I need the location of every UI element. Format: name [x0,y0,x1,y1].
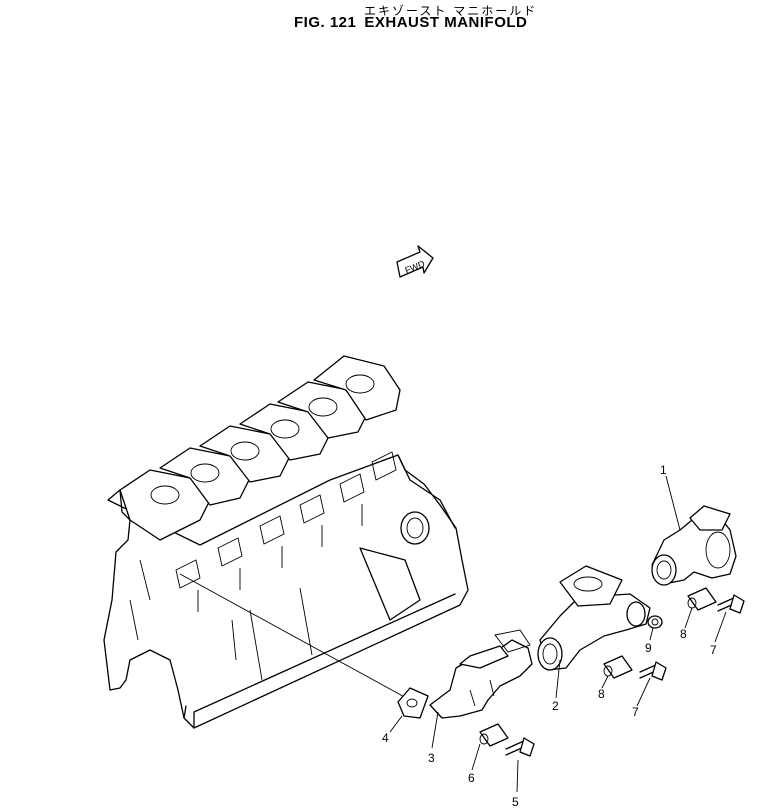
callout-8-rear: 8 [680,627,687,641]
gasket-part-4 [397,687,429,719]
callout-3: 3 [428,751,435,765]
spacer-part-8-center [603,655,633,679]
cylinder-block [103,355,469,729]
figure-title: FIG. 121 EXHAUST MANIFOLD [294,14,535,31]
callout-5: 5 [512,795,519,809]
callout-8-center: 8 [598,687,605,701]
callout-7-rear: 7 [710,643,717,657]
exhaust-ports [175,451,397,612]
japanese-title: エキゾースト マニホールド [364,4,538,18]
spacer-part-8-rear [687,587,717,611]
bolt-part-7-rear [717,594,745,614]
callout-2: 2 [552,699,559,713]
callout-labels: 1 2 3 4 5 6 7 7 8 8 9 [382,463,717,809]
center-manifold-part-2 [537,565,651,671]
callout-1: 1 [660,463,667,477]
front-manifold-part-3 [429,629,533,719]
figure-number: FIG. 121 [294,14,357,31]
fwd-arrow-icon: FWD [396,245,434,278]
nut-part-9 [647,615,663,629]
cylinder-heads [119,355,401,541]
callout-leaders [389,475,727,793]
figure-name: EXHAUST MANIFOLD [364,14,528,31]
callout-9: 9 [645,641,652,655]
callout-7-center: 7 [632,705,639,719]
bolt-part-7-center [639,661,667,681]
rear-manifold-part-1 [651,505,737,586]
spacer-part-6 [479,723,509,747]
callout-6: 6 [468,771,475,785]
bolt-part-5 [505,737,535,757]
gasket-leader-line [179,573,411,701]
callout-4: 4 [382,731,389,745]
